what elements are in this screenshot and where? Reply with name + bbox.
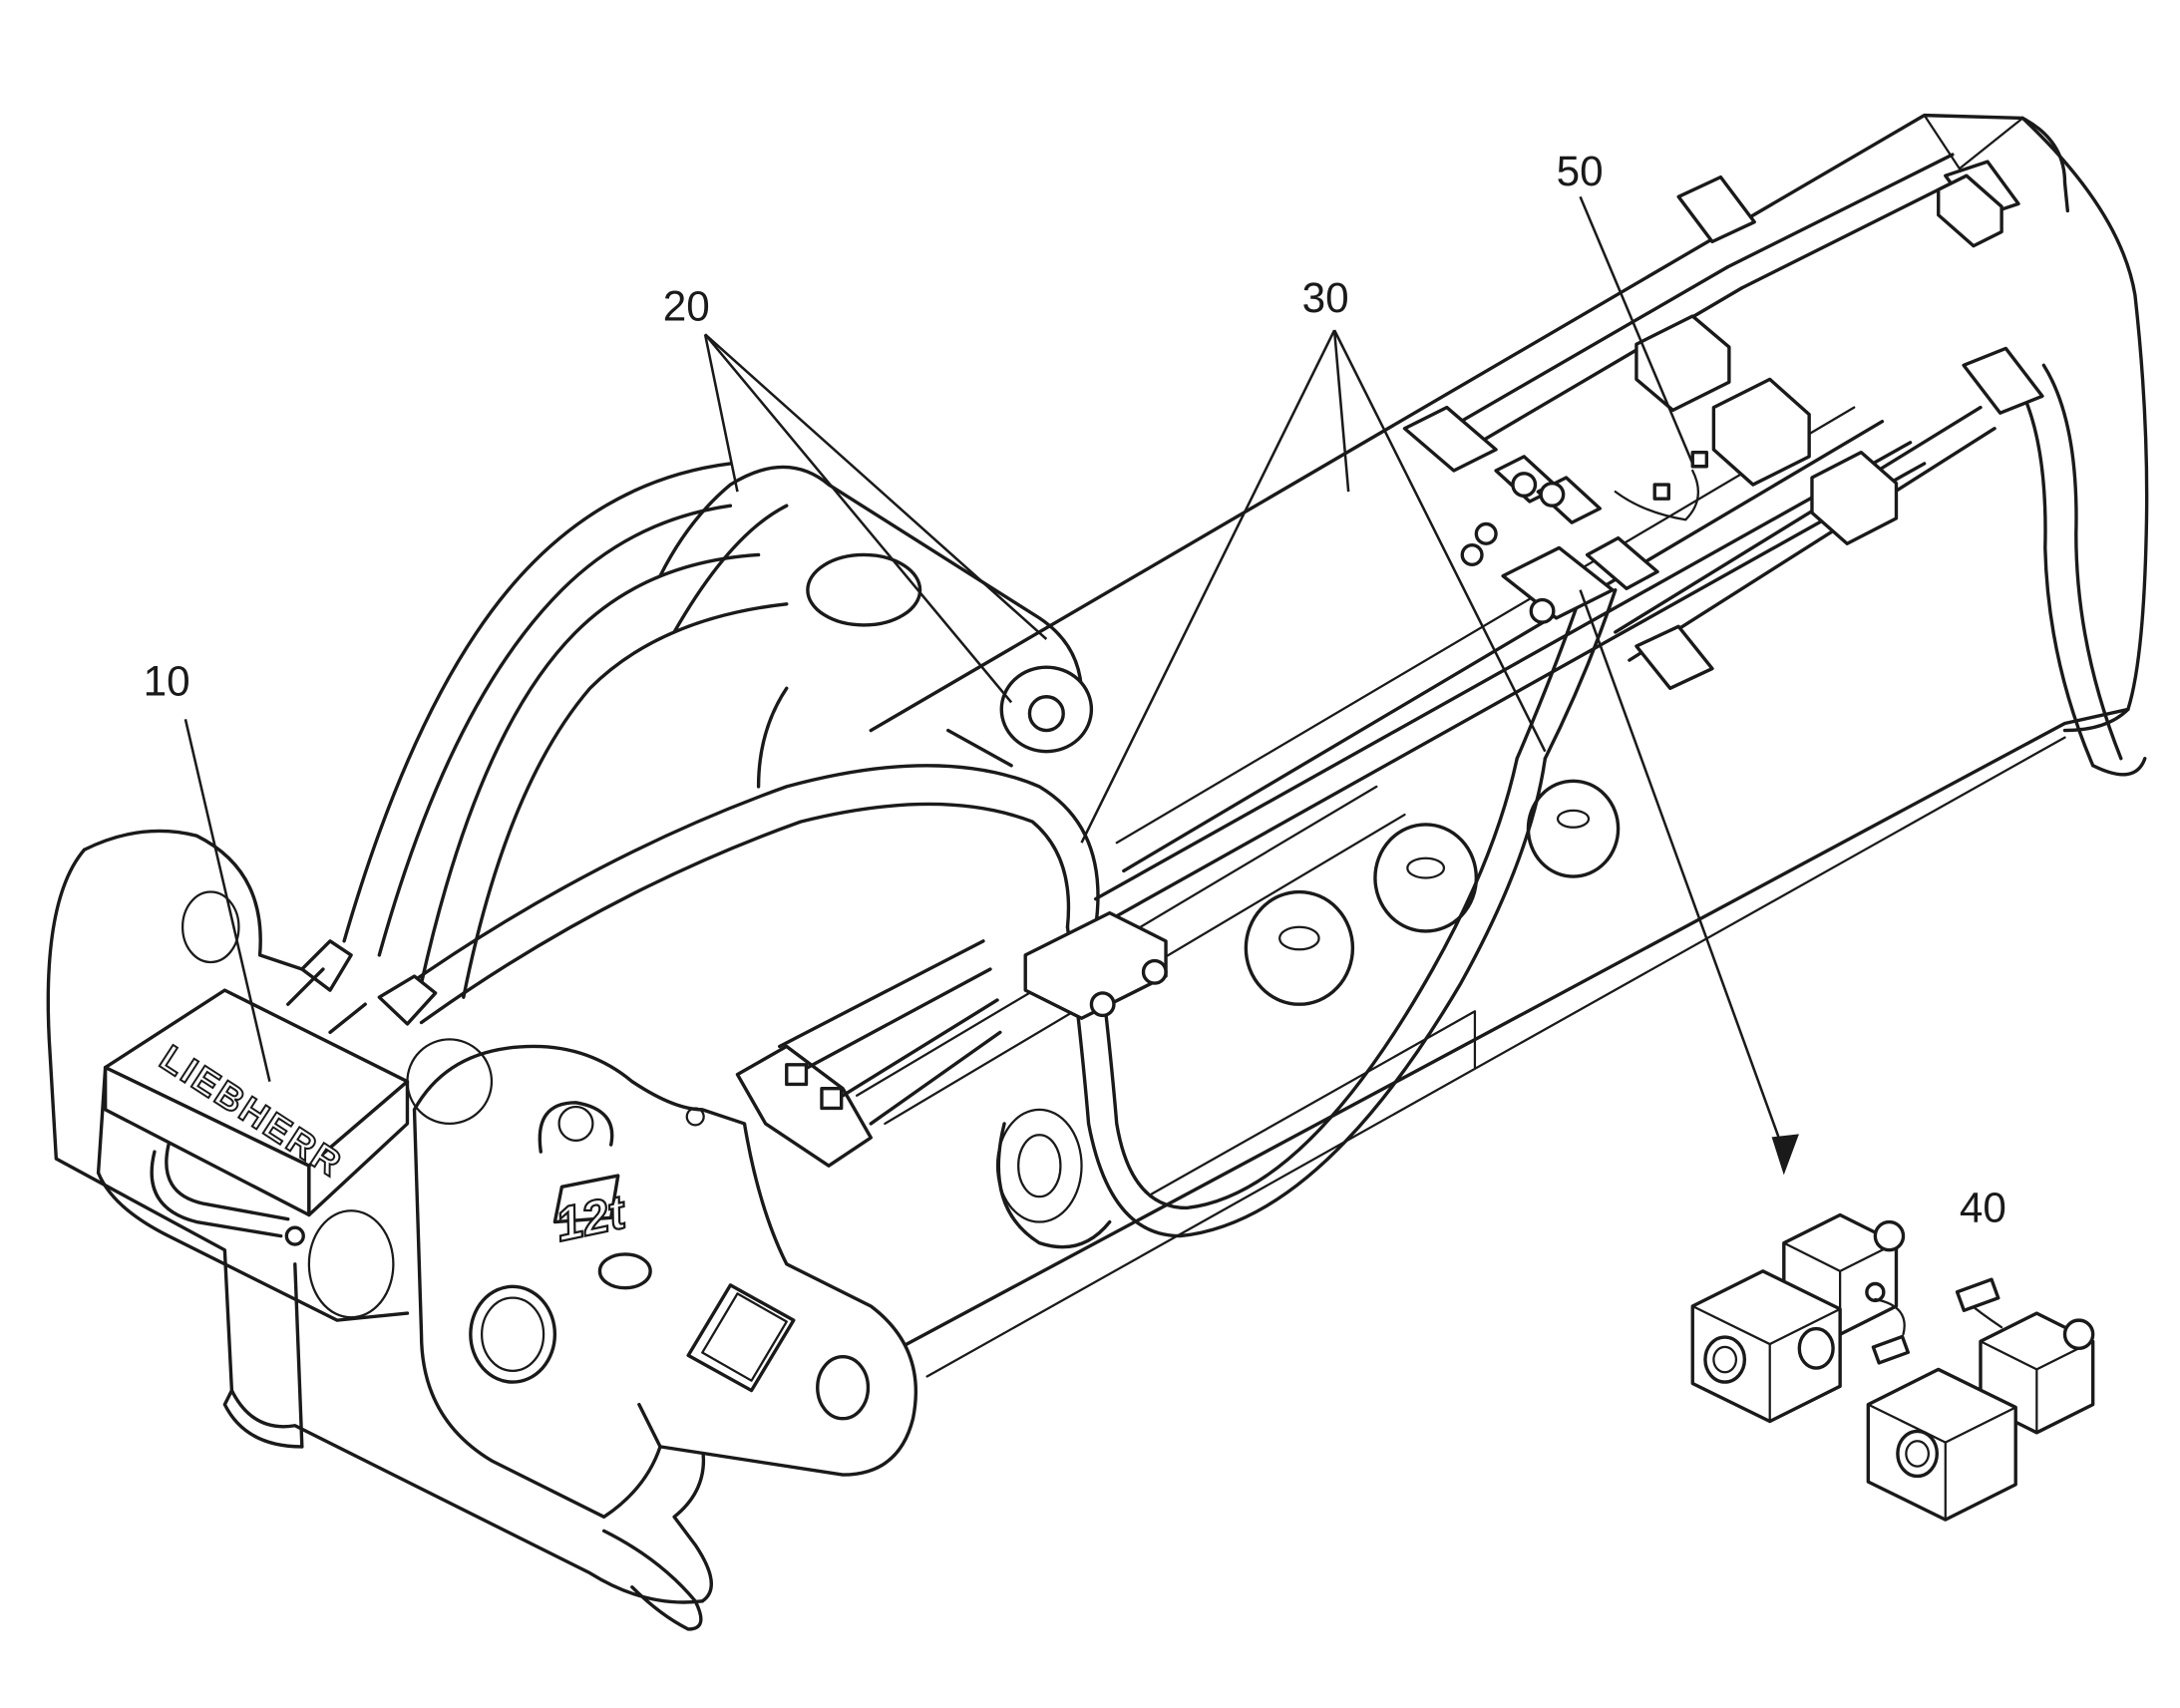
pipe-clamp: [1023, 910, 1168, 1020]
callout-labels: 10 20 30 40 50: [144, 148, 2006, 1230]
leader-30b: [1080, 329, 1336, 844]
leader-20c: [704, 333, 1013, 704]
callout-10: 10: [144, 657, 190, 704]
boom-stick-body: [869, 113, 2149, 1378]
callout-20: 20: [663, 282, 710, 329]
hose-fittings-mid: [735, 939, 1002, 1168]
leader-40-arrowhead: [1771, 1134, 1799, 1176]
linkage-arms: [658, 465, 1094, 1223]
leader-40: [1579, 589, 1785, 1153]
callout-40: 40: [1960, 1185, 2006, 1231]
leader-20b: [704, 333, 1048, 640]
quick-coupler-body: 12t LIEBHERR: [46, 829, 917, 1631]
callout-50: 50: [1557, 148, 1604, 194]
leader-20a: [703, 334, 739, 493]
leader-30c: [1332, 329, 1547, 753]
leader-50: [1579, 195, 1694, 465]
leader-10: [183, 718, 271, 1082]
solenoid-valve-set: [1690, 1212, 2095, 1522]
leader-lines: [183, 195, 1799, 1176]
leader-30a: [1332, 330, 1350, 493]
callout-30: 30: [1302, 274, 1349, 321]
